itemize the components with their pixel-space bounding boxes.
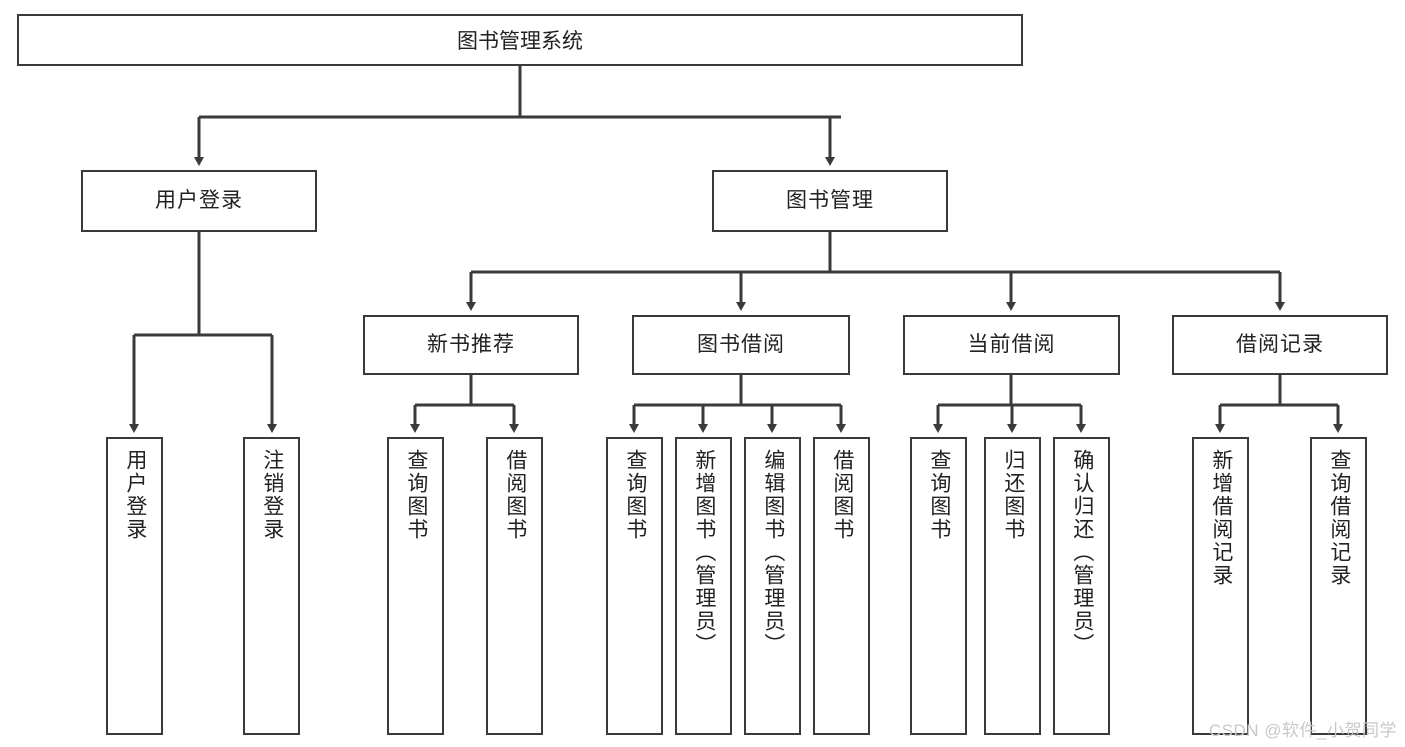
- leaf-label: 编辑图书（管理员）: [761, 449, 785, 656]
- leaf-borrow-book-recommend[interactable]: 借阅图书: [486, 437, 543, 735]
- csdn-watermark: CSDN @软件_小贺同学: [1208, 721, 1397, 740]
- leaf-edit-book-admin[interactable]: 编辑图书（管理员）: [744, 437, 801, 735]
- leaf-user-login[interactable]: 用户登录: [106, 437, 163, 735]
- node-borrow-record[interactable]: 借阅记录: [1172, 315, 1388, 375]
- node-root[interactable]: 图书管理系统: [17, 14, 1023, 66]
- node-label: 新书推荐: [427, 333, 515, 357]
- leaf-label: 借阅图书: [503, 449, 527, 541]
- leaf-label: 查询借阅记录: [1327, 449, 1351, 587]
- node-book-management-group[interactable]: 图书管理: [712, 170, 948, 232]
- leaf-query-book-current[interactable]: 查询图书: [910, 437, 967, 735]
- leaf-borrow-book[interactable]: 借阅图书: [813, 437, 870, 735]
- leaf-label: 新增借阅记录: [1209, 449, 1233, 587]
- node-user-login-group[interactable]: 用户登录: [81, 170, 317, 232]
- leaf-add-book-admin[interactable]: 新增图书（管理员）: [675, 437, 732, 735]
- node-label: 图书管理: [786, 189, 874, 213]
- node-label: 借阅记录: [1236, 333, 1324, 357]
- leaf-logout[interactable]: 注销登录: [243, 437, 300, 735]
- leaf-label: 注销登录: [260, 449, 284, 541]
- leaf-label: 借阅图书: [830, 449, 854, 541]
- node-root-label: 图书管理系统: [457, 30, 583, 53]
- node-label: 用户登录: [155, 189, 243, 213]
- leaf-label: 查询图书: [927, 449, 951, 541]
- leaf-label: 确认归还（管理员）: [1070, 449, 1094, 656]
- node-new-book-recommend[interactable]: 新书推荐: [363, 315, 579, 375]
- leaf-query-borrow-record[interactable]: 查询借阅记录: [1310, 437, 1367, 735]
- node-current-borrow[interactable]: 当前借阅: [903, 315, 1120, 375]
- leaf-add-borrow-record[interactable]: 新增借阅记录: [1192, 437, 1249, 735]
- node-label: 图书借阅: [697, 333, 785, 357]
- leaf-label: 查询图书: [404, 449, 428, 541]
- leaf-label: 归还图书: [1001, 449, 1025, 541]
- leaf-label: 查询图书: [623, 449, 647, 541]
- node-label: 当前借阅: [967, 333, 1056, 357]
- leaf-label: 用户登录: [123, 449, 147, 541]
- leaf-label: 新增图书（管理员）: [692, 449, 716, 656]
- leaf-query-book-borrow[interactable]: 查询图书: [606, 437, 663, 735]
- leaf-query-book-recommend[interactable]: 查询图书: [387, 437, 444, 735]
- leaf-return-book[interactable]: 归还图书: [984, 437, 1041, 735]
- node-book-borrow[interactable]: 图书借阅: [632, 315, 850, 375]
- leaf-confirm-return-admin[interactable]: 确认归还（管理员）: [1053, 437, 1110, 735]
